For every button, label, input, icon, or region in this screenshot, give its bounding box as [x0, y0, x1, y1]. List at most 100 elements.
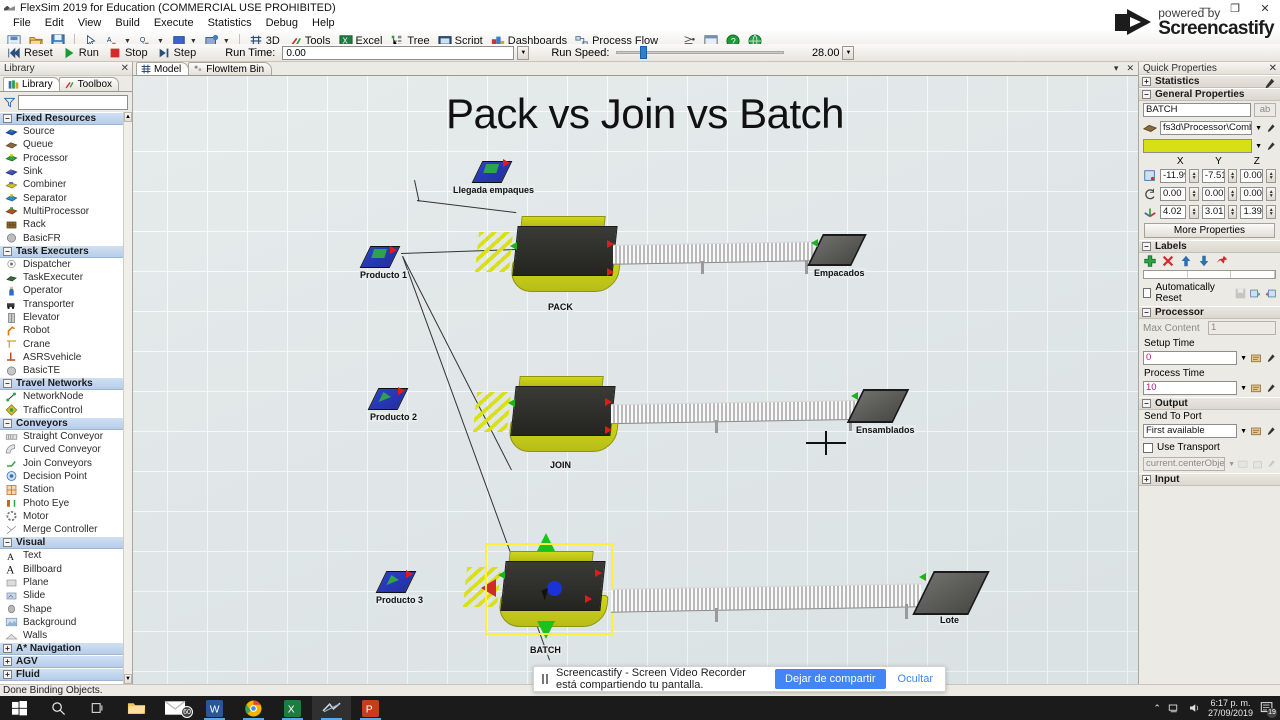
- library-item-rack[interactable]: Rack: [0, 218, 123, 231]
- object-producto-1[interactable]: Producto 1: [359, 246, 409, 280]
- library-filter-input[interactable]: [18, 94, 128, 110]
- position-x-input[interactable]: -11.99: [1160, 169, 1187, 183]
- library-item-slide[interactable]: Slide: [0, 589, 123, 602]
- hide-notification-button[interactable]: Ocultar: [897, 673, 933, 685]
- size-x-spinner[interactable]: ▲▼: [1189, 205, 1199, 219]
- powerpoint-icon[interactable]: P: [351, 696, 390, 720]
- library-group-travel-networks[interactable]: – Travel Networks: [0, 377, 123, 391]
- library-item-robot[interactable]: Robot: [0, 324, 123, 337]
- library-item-trafficcontrol[interactable]: TrafficControl: [0, 404, 123, 417]
- eyedropper-icon[interactable]: [1265, 123, 1276, 134]
- network-icon[interactable]: [1168, 702, 1181, 714]
- tab-toolbox[interactable]: Toolbox: [58, 77, 120, 91]
- input-port[interactable]: [498, 571, 505, 579]
- output-port[interactable]: [398, 387, 405, 395]
- library-group-astar-navigation[interactable]: + A* Navigation: [0, 642, 123, 656]
- volume-icon[interactable]: [1188, 702, 1201, 714]
- tab-model[interactable]: Model: [136, 62, 190, 75]
- menu-item-execute[interactable]: Execute: [153, 17, 194, 29]
- eyedropper-icon[interactable]: [1265, 426, 1276, 437]
- output-port[interactable]: [390, 246, 397, 254]
- size-z-spinner[interactable]: ▲▼: [1266, 205, 1276, 219]
- run-speed-slider[interactable]: [616, 46, 785, 60]
- rotation-x-input[interactable]: 0.00: [1160, 187, 1187, 201]
- more-properties-button[interactable]: More Properties: [1144, 223, 1275, 238]
- library-item-walls[interactable]: Walls: [0, 629, 123, 642]
- center-handle[interactable]: [547, 581, 562, 596]
- library-item-join-conveyors[interactable]: Join Conveyors: [0, 457, 123, 470]
- library-item-photo-eye[interactable]: Photo Eye: [0, 496, 123, 509]
- object-producto-3[interactable]: Producto 3: [375, 570, 425, 605]
- rotation-z-spinner[interactable]: ▲▼: [1266, 187, 1276, 201]
- export-labels-icon[interactable]: [1265, 288, 1276, 299]
- word-icon[interactable]: W: [195, 696, 234, 720]
- output-port[interactable]: [605, 426, 612, 434]
- scroll-up-icon[interactable]: ▲: [124, 112, 132, 122]
- library-group-visual[interactable]: – Visual: [0, 536, 123, 550]
- automatically-reset-checkbox[interactable]: [1143, 288, 1152, 298]
- library-item-multiprocessor[interactable]: MultiProcessor: [0, 205, 123, 218]
- object-llegada-empaques[interactable]: Llegada empaques: [452, 159, 536, 195]
- library-item-crane[interactable]: Crane: [0, 337, 123, 350]
- add-label-icon[interactable]: [1143, 254, 1157, 268]
- collapse-icon[interactable]: –: [1142, 242, 1151, 251]
- input-port[interactable]: [919, 573, 926, 581]
- section-statistics[interactable]: + Statistics: [1139, 75, 1280, 89]
- eyedropper-icon[interactable]: [1265, 383, 1276, 394]
- shape-dropdown-icon[interactable]: ▼: [1255, 124, 1262, 132]
- excel-icon[interactable]: X: [273, 696, 312, 720]
- chevron-down-icon[interactable]: ▼: [189, 37, 197, 45]
- library-item-merge-controller[interactable]: Merge Controller: [0, 523, 123, 536]
- expand-icon[interactable]: +: [3, 644, 12, 654]
- menu-item-edit[interactable]: Edit: [44, 17, 64, 29]
- file-explorer-icon[interactable]: [117, 696, 156, 720]
- setup-time-input[interactable]: 0: [1143, 351, 1238, 365]
- library-group-fluid[interactable]: + Fluid: [0, 668, 123, 682]
- edit-code-icon[interactable]: [1250, 425, 1262, 437]
- clock[interactable]: 6:17 p. m. 27/09/2019: [1208, 698, 1253, 718]
- collapse-icon[interactable]: –: [3, 114, 12, 123]
- edit-code-icon[interactable]: [1250, 382, 1262, 394]
- section-output[interactable]: – Output: [1139, 397, 1280, 410]
- library-list[interactable]: – Fixed Resources Source Queue Processor…: [0, 112, 132, 684]
- expand-icon[interactable]: +: [3, 657, 12, 667]
- library-item-plane[interactable]: Plane: [0, 576, 123, 589]
- minimize-button[interactable]: —: [1199, 2, 1211, 14]
- output-port[interactable]: [605, 398, 612, 406]
- object-ensamblados[interactable]: Ensamblados: [846, 389, 916, 435]
- input-port[interactable]: [811, 239, 818, 247]
- collapse-icon[interactable]: –: [1142, 308, 1151, 317]
- tab-flowitem-bin[interactable]: FlowItem Bin: [188, 62, 273, 75]
- library-group-task-executers[interactable]: – Task Executers: [0, 244, 123, 258]
- position-x-spinner[interactable]: ▲▼: [1189, 169, 1199, 183]
- eyedropper-icon[interactable]: [1265, 141, 1276, 152]
- library-item-source[interactable]: Source: [0, 125, 123, 138]
- maximize-button[interactable]: ❐: [1230, 2, 1240, 15]
- menu-item-file[interactable]: File: [13, 17, 31, 29]
- section-general-properties[interactable]: – General Properties: [1139, 88, 1280, 101]
- rotation-x-spinner[interactable]: ▲▼: [1189, 187, 1199, 201]
- pause-icon[interactable]: [542, 674, 548, 684]
- perspective-icon-button[interactable]: [679, 32, 699, 51]
- input-port[interactable]: [851, 392, 858, 400]
- expand-icon[interactable]: +: [1142, 77, 1151, 86]
- chevron-down-icon[interactable]: ▼: [156, 37, 164, 45]
- labels-table[interactable]: [1143, 270, 1276, 279]
- library-item-decision-point[interactable]: Decision Point: [0, 470, 123, 483]
- task-view-icon[interactable]: [78, 696, 117, 720]
- run-speed-dropdown[interactable]: ▼: [842, 45, 855, 60]
- chevron-up-icon[interactable]: ⌃: [1153, 702, 1161, 713]
- menu-item-view[interactable]: View: [77, 17, 102, 29]
- remove-label-icon[interactable]: [1161, 254, 1175, 268]
- collapse-icon[interactable]: –: [3, 246, 12, 256]
- library-group-conveyors[interactable]: – Conveyors: [0, 416, 123, 430]
- library-item-processor[interactable]: Processor: [0, 152, 123, 165]
- section-labels[interactable]: – Labels: [1139, 240, 1280, 253]
- quick-properties-close-icon[interactable]: ✕: [1268, 62, 1277, 74]
- collapse-icon[interactable]: –: [3, 538, 12, 548]
- send-to-port-input[interactable]: First available: [1143, 424, 1238, 438]
- library-item-straight-conveyor[interactable]: Straight Conveyor: [0, 430, 123, 443]
- library-scrollbar[interactable]: ▲ ▼: [123, 112, 132, 684]
- move-arrow-up-icon[interactable]: [537, 533, 555, 551]
